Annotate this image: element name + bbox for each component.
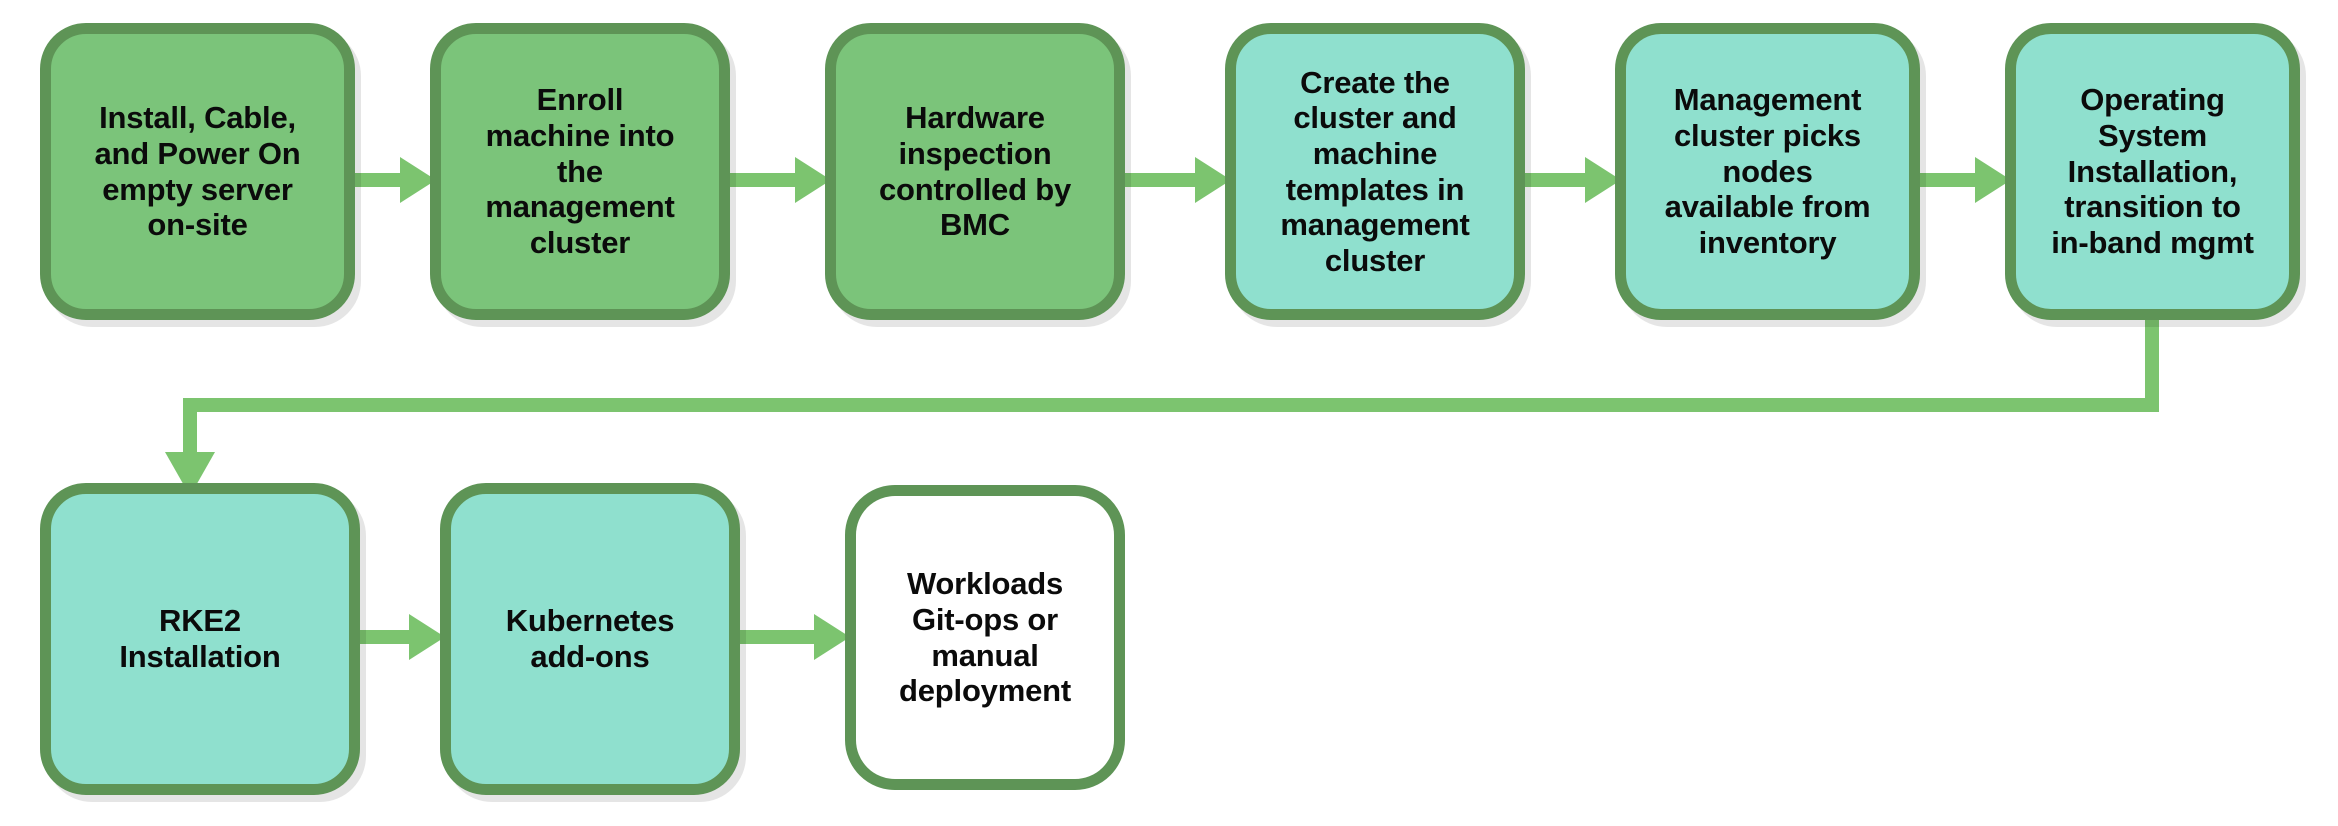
elbow-segment-vertical-left <box>183 398 197 458</box>
node-label: Enroll machine into the management clust… <box>485 82 675 260</box>
connector-create-cluster-to-pick-nodes <box>1522 157 1621 203</box>
arrow-shaft <box>1522 173 1591 187</box>
node-label: Management cluster picks nodes available… <box>1664 82 1871 260</box>
node-label: Kubernetes add-ons <box>505 603 675 674</box>
node-kubernetes-addons[interactable]: Kubernetes add-ons <box>440 483 740 795</box>
elbow-segment-horizontal <box>183 398 2159 412</box>
node-label: Create the cluster and machine templates… <box>1280 64 1470 278</box>
arrow-shaft <box>355 630 415 644</box>
node-create-cluster-templates[interactable]: Create the cluster and machine templates… <box>1225 23 1525 320</box>
connector-pick-nodes-to-os-install <box>1917 157 2011 203</box>
arrow-shaft <box>1917 173 1981 187</box>
node-workloads-deployment[interactable]: Workloads Git-ops or manual deployment <box>845 485 1125 790</box>
node-hardware-inspection[interactable]: Hardware inspection controlled by BMC <box>825 23 1125 320</box>
elbow-segment-vertical-right <box>2145 318 2159 412</box>
node-label: Hardware inspection controlled by BMC <box>878 100 1072 243</box>
connector-enroll-to-inspection <box>727 157 831 203</box>
node-label: Install, Cable, and Power On empty serve… <box>94 100 301 243</box>
connector-install-to-enroll <box>350 157 436 203</box>
connector-rke2-to-addons <box>355 614 445 660</box>
node-rke2-installation[interactable]: RKE2 Installation <box>40 483 360 795</box>
arrow-shaft <box>727 173 801 187</box>
connector-addons-to-workloads <box>737 614 850 660</box>
arrow-head-icon <box>409 614 445 660</box>
node-pick-nodes-inventory[interactable]: Management cluster picks nodes available… <box>1615 23 1920 320</box>
node-install-cable-power[interactable]: Install, Cable, and Power On empty serve… <box>40 23 355 320</box>
arrow-shaft <box>1122 173 1201 187</box>
arrow-shaft <box>350 173 406 187</box>
arrow-shaft <box>737 630 820 644</box>
connector-inspection-to-create-cluster <box>1122 157 1231 203</box>
node-enroll-machine[interactable]: Enroll machine into the management clust… <box>430 23 730 320</box>
arrow-head-icon <box>814 614 850 660</box>
node-label: Operating System Installation, transitio… <box>2051 82 2254 260</box>
node-label: Workloads Git-ops or manual deployment <box>899 566 1071 709</box>
node-os-installation[interactable]: Operating System Installation, transitio… <box>2005 23 2300 320</box>
node-label: RKE2 Installation <box>119 603 281 674</box>
